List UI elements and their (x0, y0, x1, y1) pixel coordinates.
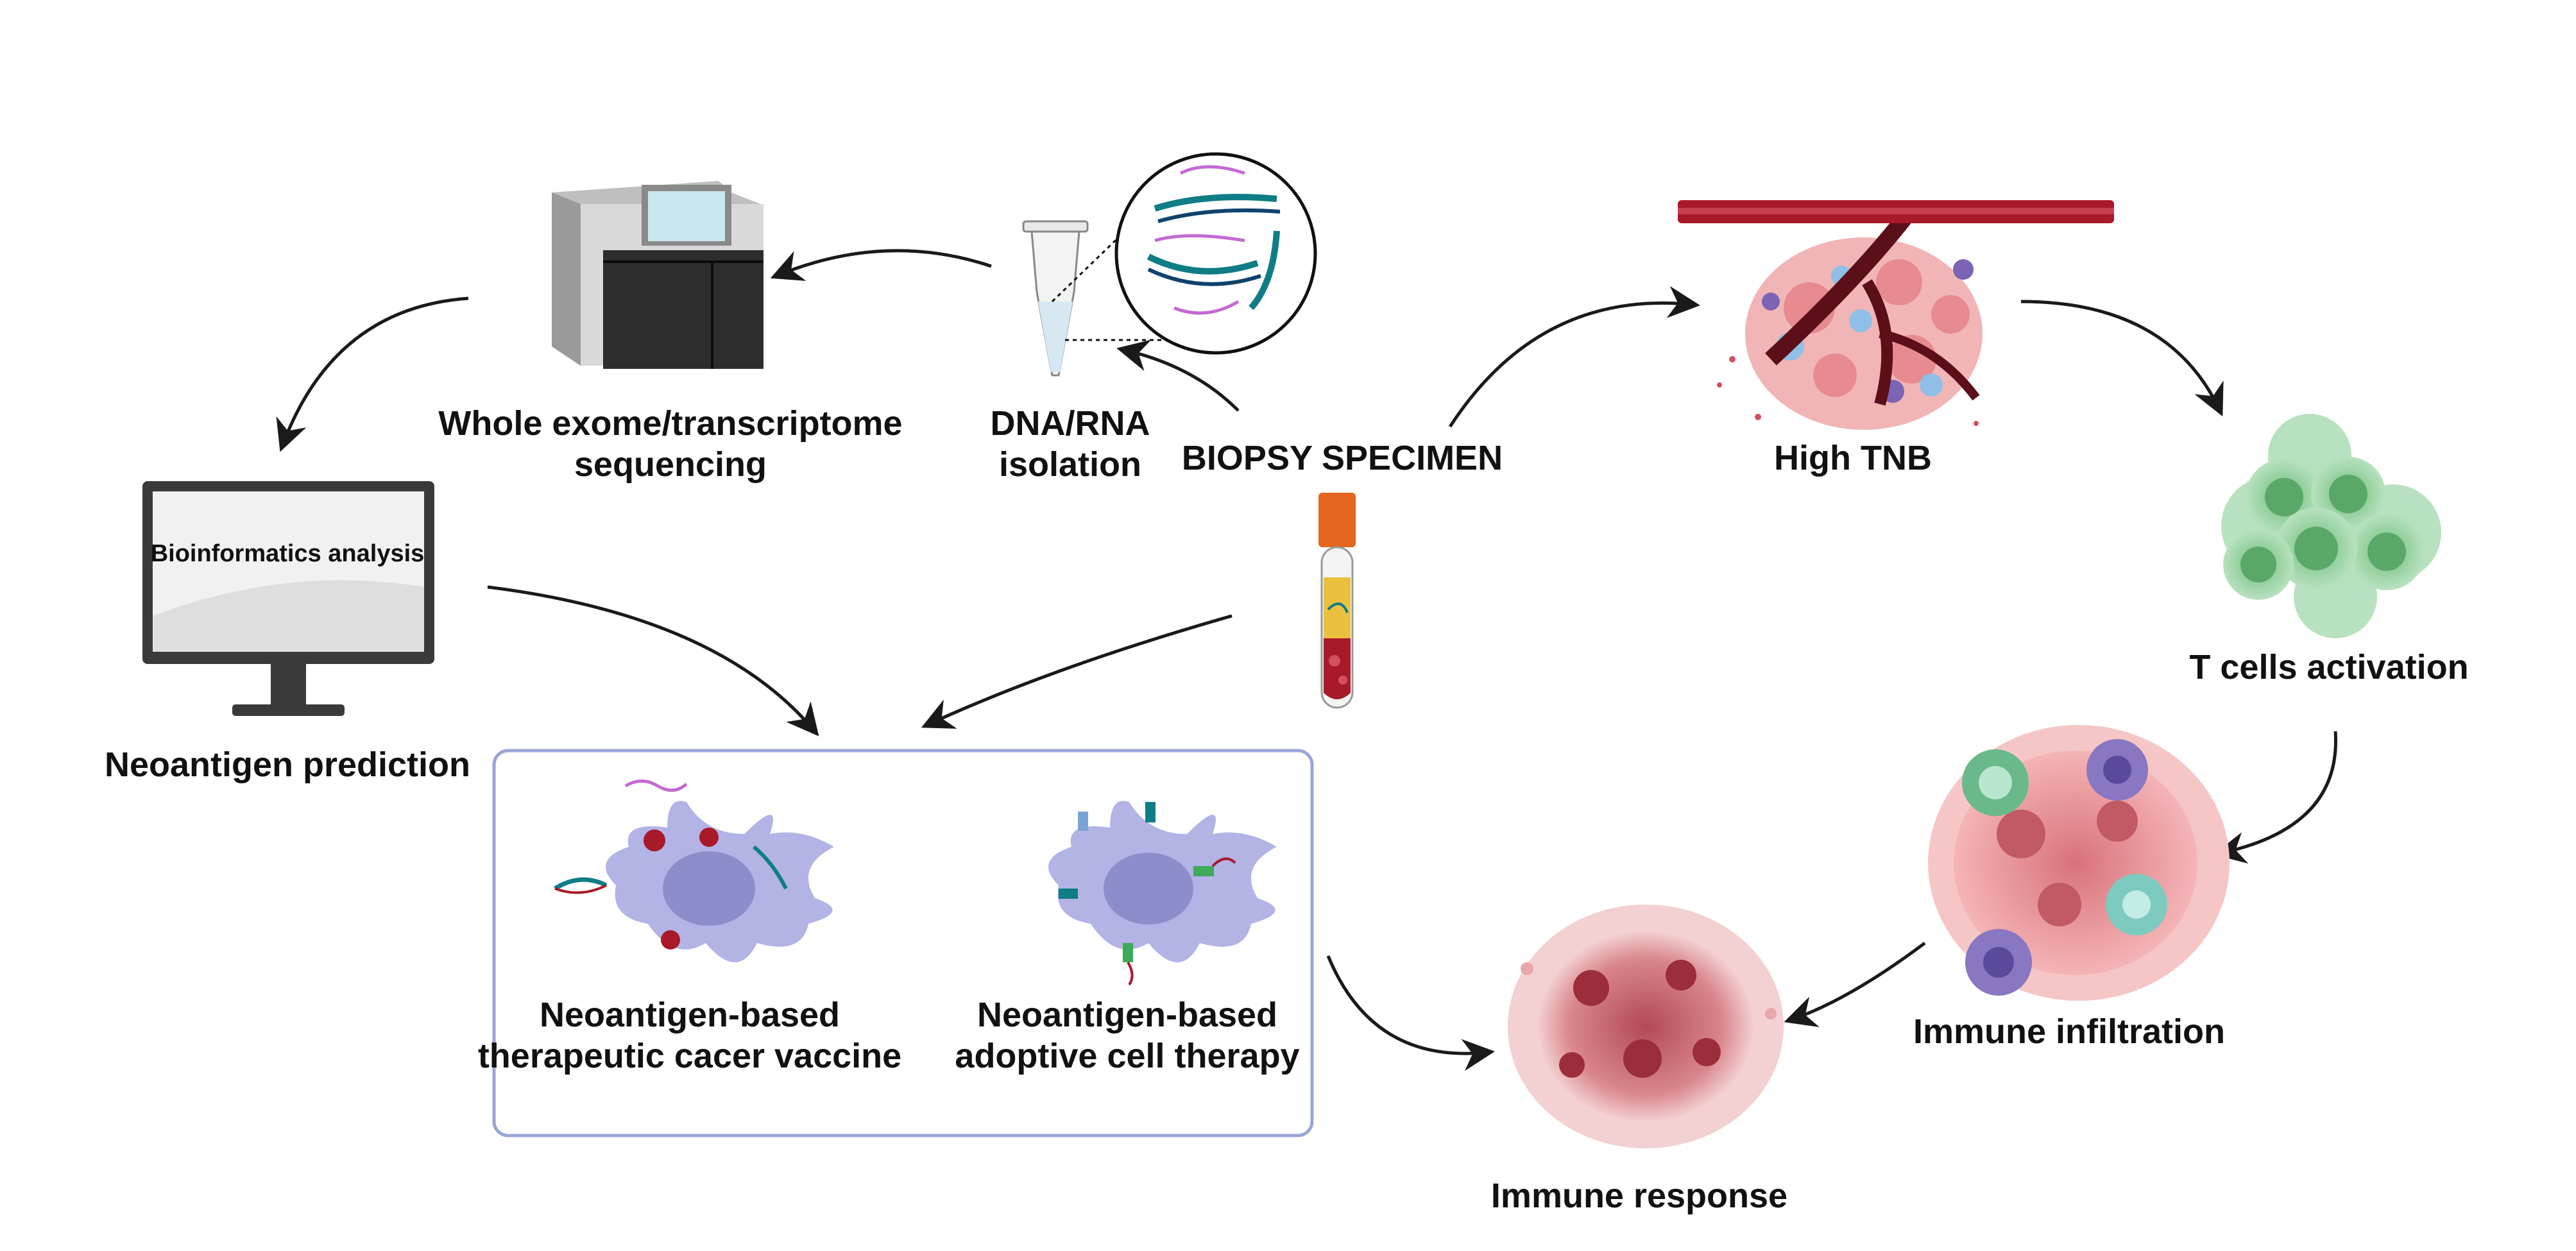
blood-tube-icon (1318, 493, 1356, 709)
arrow-infiltration-to-response (1784, 941, 1926, 1028)
t-cells-icon (2221, 414, 2441, 638)
label-dna-rna: DNA/RNA isolation (991, 403, 1150, 485)
label-t-cells: T cells activation (2189, 648, 2469, 686)
label-dna-rna-line1: DNA/RNA (990, 404, 1150, 443)
label-whole-exome: Whole exome/transcriptome sequencing (438, 403, 902, 485)
label-vaccine-line1: Neoantigen-based (539, 996, 840, 1034)
arrow-t-cells-to-infiltration (2213, 731, 2337, 864)
label-biopsy: BIOPSY SPECIMEN (1181, 439, 1503, 477)
label-bioinformatics: Bioinformatics analysis (150, 540, 425, 567)
tube-icon (1022, 220, 1089, 377)
dna-magnifier-icon (1051, 152, 1317, 355)
label-whole-exome-line1: Whole exome/transcriptome (438, 404, 903, 443)
arrow-biopsy-to-isolation (1116, 339, 1240, 412)
arrow-isolation-to-sequencing (770, 249, 992, 281)
vaccine-dendritic-cell-icon (554, 779, 834, 962)
arrow-sequencing-to-bioinformatics (276, 296, 469, 452)
sequencer-machine-icon (552, 181, 763, 369)
label-adoptive-line1: Neoantigen-based (977, 996, 1278, 1034)
immune-infiltration-icon (1928, 725, 2230, 1001)
monitor-icon (142, 481, 434, 716)
arrow-box-to-response (1326, 955, 1495, 1071)
arrow-biopsy-to-box (921, 614, 1233, 729)
label-immune-infiltration: Immune infiltration (1913, 1012, 2225, 1051)
label-vaccine: Neoantigen-based therapeutic cacer vacci… (478, 994, 901, 1077)
arrow-bioinformatics-to-box (487, 585, 819, 736)
immune-response-icon (1508, 905, 1784, 1148)
label-high-tnb: High TNB (1774, 439, 1932, 477)
label-adoptive: Neoantigen-based adoptive cell therapy (955, 994, 1299, 1077)
label-vaccine-line2: therapeutic cacer vaccine (477, 1037, 902, 1075)
adoptive-dendritic-cell-icon (1048, 801, 1277, 986)
arrow-high-tnb-to-t-cells (2020, 300, 2224, 417)
label-immune-response: Immune response (1490, 1177, 1788, 1215)
high-tnb-tumor-icon (1678, 200, 2114, 430)
label-neoantigen-prediction: Neoantigen prediction (104, 745, 471, 784)
therapy-box (492, 749, 1314, 1137)
arrows (276, 249, 2337, 1071)
label-whole-exome-line2: sequencing (574, 445, 767, 484)
arrow-biopsy-to-high-tnb (1448, 286, 1700, 428)
label-adoptive-line2: adoptive cell therapy (955, 1037, 1300, 1075)
label-dna-rna-line2: isolation (998, 445, 1141, 484)
